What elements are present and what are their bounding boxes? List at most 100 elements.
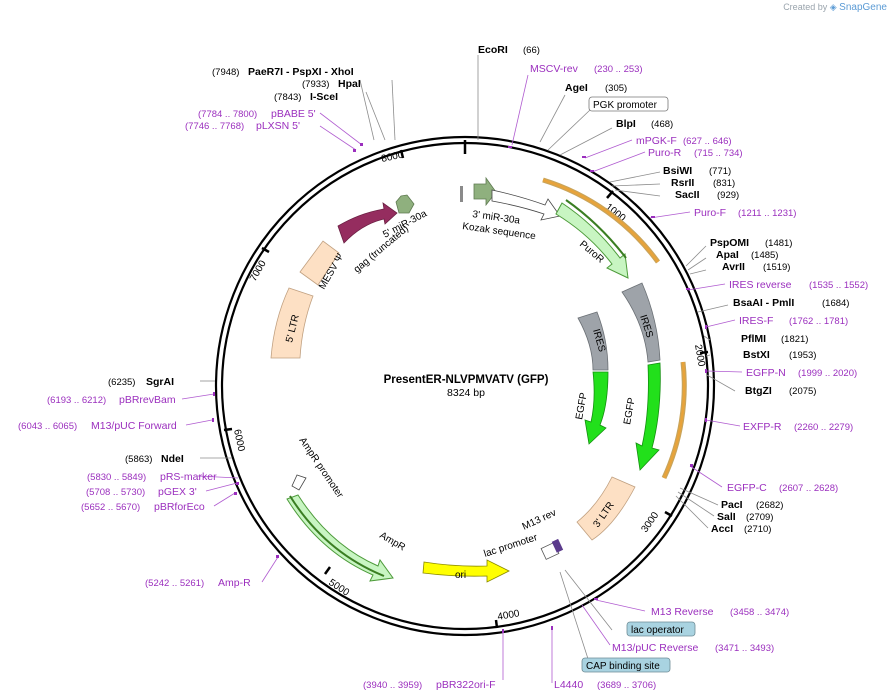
enzyme-ndei: NdeI bbox=[161, 453, 184, 465]
kozak-arrow bbox=[491, 189, 561, 221]
primer-egfpc-pos: (2607 .. 2628) bbox=[779, 483, 838, 494]
enzyme-sacii-pos: (929) bbox=[717, 190, 739, 201]
backbone-inner bbox=[220, 141, 710, 631]
tick-4000: 4000 bbox=[497, 608, 521, 623]
primer-m13reverse: M13 Reverse bbox=[651, 606, 714, 618]
ampprom-label: AmpR promoter bbox=[297, 436, 346, 501]
enzyme-agei: AgeI bbox=[565, 82, 588, 94]
enzyme-labels: EcoRI (66) AgeI (305) BlpI (468) BsiWI (… bbox=[108, 44, 849, 535]
ires2-arrow bbox=[621, 282, 661, 363]
enzyme-bsaai-pos: (1684) bbox=[822, 298, 849, 309]
egfp1-label: EGFP bbox=[574, 391, 590, 420]
enzyme-sgrai-pos: (6235) bbox=[108, 377, 135, 388]
leader-lines bbox=[200, 55, 736, 666]
primer-marks bbox=[212, 143, 707, 633]
backbone-outer bbox=[214, 135, 716, 637]
primer-egfpn-pos: (1999 .. 2020) bbox=[798, 368, 857, 379]
credit-brand: SnapGene bbox=[839, 2, 887, 13]
pgk-promoter-label: PGK promoter bbox=[593, 100, 658, 111]
pgk-promoter-box bbox=[588, 96, 669, 112]
ticks: 1000 2000 3000 4000 5000 6000 7000 8000 bbox=[223, 149, 709, 629]
enzyme-bstxi: BstXI bbox=[743, 349, 770, 361]
credit-prefix: Created by bbox=[783, 2, 828, 12]
primer-pbabe: pBABE 5' bbox=[271, 108, 316, 120]
enzyme-pflmi: PflMI bbox=[741, 333, 766, 345]
primer-l4440-pos: (3689 .. 3706) bbox=[597, 680, 656, 691]
gag-arrow bbox=[337, 202, 398, 244]
primer-pbrforeco: pBRforEco bbox=[154, 501, 205, 513]
primer-pbrrevbam-pos: (6193 .. 6212) bbox=[47, 395, 106, 406]
enzyme-bstxi-pos: (1953) bbox=[789, 350, 816, 361]
primer-m13pucrev: M13/pUC Reverse bbox=[612, 642, 699, 654]
primer-pbrrevbam: pBRrevBam bbox=[119, 394, 176, 406]
primer-mscv-pos: (230 .. 253) bbox=[594, 64, 643, 75]
enzyme-acci: AccI bbox=[711, 523, 733, 535]
primer-iresf: IRES-F bbox=[739, 315, 773, 327]
plasmid-size: 8324 bp bbox=[447, 387, 485, 399]
primer-mscv: MSCV-rev bbox=[530, 63, 579, 75]
primer-m13pucrev-pos: (3471 .. 3493) bbox=[715, 643, 774, 654]
primer-mpgk-pos: (627 .. 646) bbox=[683, 136, 732, 147]
primer-labels: MSCV-rev (230 .. 253) mPGK-F (627 .. 646… bbox=[18, 63, 868, 691]
ltr5-box bbox=[270, 287, 314, 359]
primer-ampr-pos: (5242 .. 5261) bbox=[145, 578, 204, 589]
primer-egfpn: EGFP-N bbox=[746, 367, 786, 379]
snapgene-credit: Created by ◈ SnapGene bbox=[783, 2, 887, 13]
enzyme-apai: ApaI bbox=[716, 249, 739, 261]
lac-operator-label: lac operator bbox=[631, 625, 684, 636]
egfp1-arrow bbox=[584, 371, 609, 445]
enzyme-btgzi: BtgZI bbox=[745, 385, 772, 397]
enzyme-ecori: EcoRI bbox=[478, 44, 508, 56]
plasmid-name: PresentER-NLVPMVATV (GFP) bbox=[384, 374, 549, 386]
enzyme-btgzi-pos: (2075) bbox=[789, 386, 816, 397]
enzyme-sgrai: SgrAI bbox=[146, 376, 174, 388]
enzyme-paer7i-pos: (7948) bbox=[212, 67, 239, 78]
enzyme-pspomi: PspOMI bbox=[710, 237, 749, 249]
lacprom-label: lac promoter bbox=[483, 532, 540, 560]
tick-2000: 2000 bbox=[692, 344, 707, 368]
primer-pbabe-pos: (7784 .. 7800) bbox=[198, 109, 257, 120]
snapgene-logo-icon: ◈ bbox=[829, 2, 837, 12]
enzyme-acci-pos: (2710) bbox=[744, 524, 771, 535]
enzyme-paci-pos: (2682) bbox=[756, 500, 783, 511]
ltr3-box bbox=[576, 476, 636, 541]
primer-prsmarker: pRS-marker bbox=[160, 471, 217, 483]
tick-8000: 8000 bbox=[380, 149, 404, 164]
primer-iresrev-pos: (1535 .. 1552) bbox=[809, 280, 868, 291]
tick-3000: 3000 bbox=[639, 510, 661, 535]
enzyme-agei-pos: (305) bbox=[605, 83, 627, 94]
enzyme-scei: I-SceI bbox=[310, 91, 338, 103]
ampr-label: AmpR bbox=[378, 530, 408, 553]
primer-ampr: Amp-R bbox=[218, 577, 251, 589]
enzyme-ndei-pos: (5863) bbox=[125, 454, 152, 465]
primer-m13puc: M13/pUC Forward bbox=[91, 420, 177, 432]
primer-purof: Puro-F bbox=[694, 207, 726, 219]
ori-arrow bbox=[422, 559, 510, 583]
mesv-box bbox=[299, 240, 340, 286]
enzyme-paci: PacI bbox=[721, 499, 743, 511]
egfp2-arrow bbox=[635, 362, 661, 471]
m13rev-label: M13 rev bbox=[521, 507, 558, 532]
lac-operator-box bbox=[626, 621, 696, 637]
primer-purof-pos: (1211 .. 1231) bbox=[738, 208, 796, 219]
primer-pbrforeco-pos: (5652 .. 5670) bbox=[81, 502, 140, 513]
primer-prsmarker-pos: (5830 .. 5849) bbox=[87, 472, 146, 483]
mirna5-arrow bbox=[395, 194, 415, 214]
primer-leader-lines bbox=[181, 74, 743, 683]
enzyme-avrii-pos: (1519) bbox=[763, 262, 790, 273]
egfp2-label: EGFP bbox=[622, 396, 638, 425]
puror-arrow bbox=[555, 202, 629, 279]
primer-m13reverse-pos: (3458 .. 3474) bbox=[730, 607, 789, 618]
primer-plxsn: pLXSN 5' bbox=[256, 120, 300, 132]
enzyme-avrii: AvrII bbox=[722, 261, 745, 273]
primer-l4440: L4440 bbox=[554, 679, 583, 691]
enzyme-hpai-pos: (7933) bbox=[302, 79, 329, 90]
enzyme-pflmi-pos: (1821) bbox=[781, 334, 808, 345]
primer-pbr322ori: pBR322ori-F bbox=[436, 679, 496, 691]
cap-site-box bbox=[581, 657, 671, 673]
primer-iresf-pos: (1762 .. 1781) bbox=[789, 316, 848, 327]
primer-puror: Puro-R bbox=[648, 147, 682, 159]
enzyme-hpai: HpaI bbox=[338, 78, 361, 90]
enzyme-blpi: BlpI bbox=[616, 118, 636, 130]
